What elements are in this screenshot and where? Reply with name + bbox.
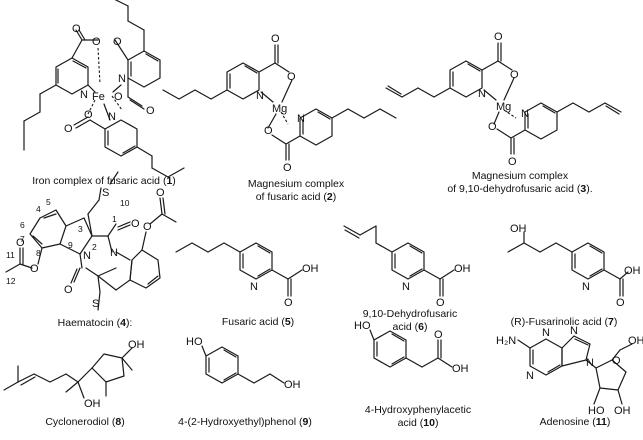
mg-fusaric-complex-structure: O O N Mg N O O [162,33,397,174]
atom-n: N [526,370,534,382]
atom-oh: OH [510,223,527,235]
hydroxyphenylacetic-acid-structure: HO O OH [354,320,469,375]
atom-n: N [582,281,590,293]
atom-o: O [271,33,280,45]
caption-haematocin: Haematocin (4): [57,317,133,329]
fusarinolic-acid-structure: OH N OH O [507,223,641,309]
atom-n: N [110,247,118,259]
atom-n: N [478,88,486,100]
atom-n: N [402,281,410,293]
atom-s: S [102,187,109,199]
caption-mg-dehydrofusaric: Magnesium complex of 9,10-dehydrofusaric… [447,170,593,195]
atom-o: O [510,69,519,81]
atom-o: O [612,355,621,367]
atom-n: N [570,325,578,337]
atom-o: O [434,329,443,341]
atom-o: O [146,105,155,117]
atom-o: O [64,123,73,135]
atom-oh: OH [284,379,301,391]
atom-n: N [83,250,91,262]
atom-n: N [80,89,88,101]
atom-ho: HO [186,336,203,348]
atom-oh: OH [84,398,101,410]
fusaric-acid-structure: N OH O [175,242,319,309]
caption-iron-complex: Iron complex of fusaric acid (1) [32,175,176,187]
atom-ho: HO [354,320,371,332]
atom-o: O [64,284,73,296]
atom-o: O [494,31,503,43]
atom-number: 12 [6,276,16,286]
atom-ho: HO [588,405,605,417]
atom-o: O [131,218,140,230]
atom-o: O [113,36,122,48]
caption-cyclonerodiol: Cyclonerodiol (8) [45,416,125,428]
atom-number: 9 [68,240,73,250]
caption-mg-fusaric: Magnesium complex of fusaric acid (2) [247,178,345,203]
atom-h2n: H₂N [496,335,516,347]
atom-oh: OH [302,263,319,275]
atom-s: S [92,298,99,310]
atom-o: O [284,297,293,309]
iron-complex-structure: O O O N N Fe N O O O O [23,0,185,178]
atom-mg: Mg [496,101,511,113]
atom-o: O [488,121,497,133]
atom-oh: OH [624,265,641,277]
atom-oh: OH [454,263,471,275]
atom-fe: Fe [92,91,105,103]
atom-n: N [521,108,529,120]
atom-number: 2 [92,242,97,252]
atom-o: O [92,36,101,48]
atom-number: 8 [36,248,41,258]
atom-n: N [118,73,126,85]
atom-mg: Mg [272,103,287,115]
atom-oh: OH [452,363,469,375]
atom-n: N [586,357,594,369]
atom-n: N [297,113,305,125]
atom-number: 5 [46,197,51,207]
adenosine-structure: H₂N N N N N O OH HO OH [496,325,643,417]
caption-fusarinolic-acid: (R)-Fusarinolic acid (7) [510,316,618,328]
hydroxyethylphenol-structure: HO OH [186,336,301,391]
atom-number: 4 [36,204,41,214]
mg-dehydrofusaric-complex-structure: O O N Mg N O O [385,31,622,168]
atom-n: N [542,327,550,339]
caption-adenosine: Adenosine (11) [539,416,611,428]
atom-n: N [250,281,258,293]
caption-fusaric-acid: Fusaric acid (5) [221,316,295,328]
dehydrofusaric-acid-structure: N OH O [343,225,471,309]
atom-o: O [287,71,296,83]
cyclonerodiol-structure: OH OH [3,339,145,410]
atom-o: O [16,237,25,249]
atom-o: O [508,156,517,168]
caption-dehydrofusaric-acid: 9,10-Dehydrofusaric acid (6) [362,308,458,333]
atom-o: O [156,187,165,199]
atom-n: N [256,90,264,102]
atom-o: O [283,162,292,174]
atom-o: O [436,297,445,309]
atom-o: O [143,221,152,233]
atom-number: 10 [120,198,130,208]
atom-oh: OH [614,405,631,417]
atom-o: O [114,91,123,103]
haematocin-structure: S S N N O O O O O O 4 5 6 7 8 9 10 11 12… [5,171,177,311]
atom-number: 7 [20,234,25,244]
atom-n: N [108,111,116,123]
atom-o: O [72,23,81,35]
atom-oh: OH [128,339,145,351]
caption-hydroxyphenylacetic-acid: 4-Hydroxyphenylacetic acid (10) [364,404,472,429]
atom-o: O [264,125,273,137]
atom-o: O [84,109,93,121]
atom-number: 11 [6,250,15,260]
atom-number: 6 [20,220,25,230]
atom-o: O [30,263,39,275]
atom-number: 3 [78,224,83,234]
atom-oh: OH [628,335,643,347]
atom-number: 1 [112,214,117,224]
atom-o: O [616,297,625,309]
caption-hydroxyethylphenol: 4-(2-Hydroxyethyl)phenol (9) [178,416,312,428]
